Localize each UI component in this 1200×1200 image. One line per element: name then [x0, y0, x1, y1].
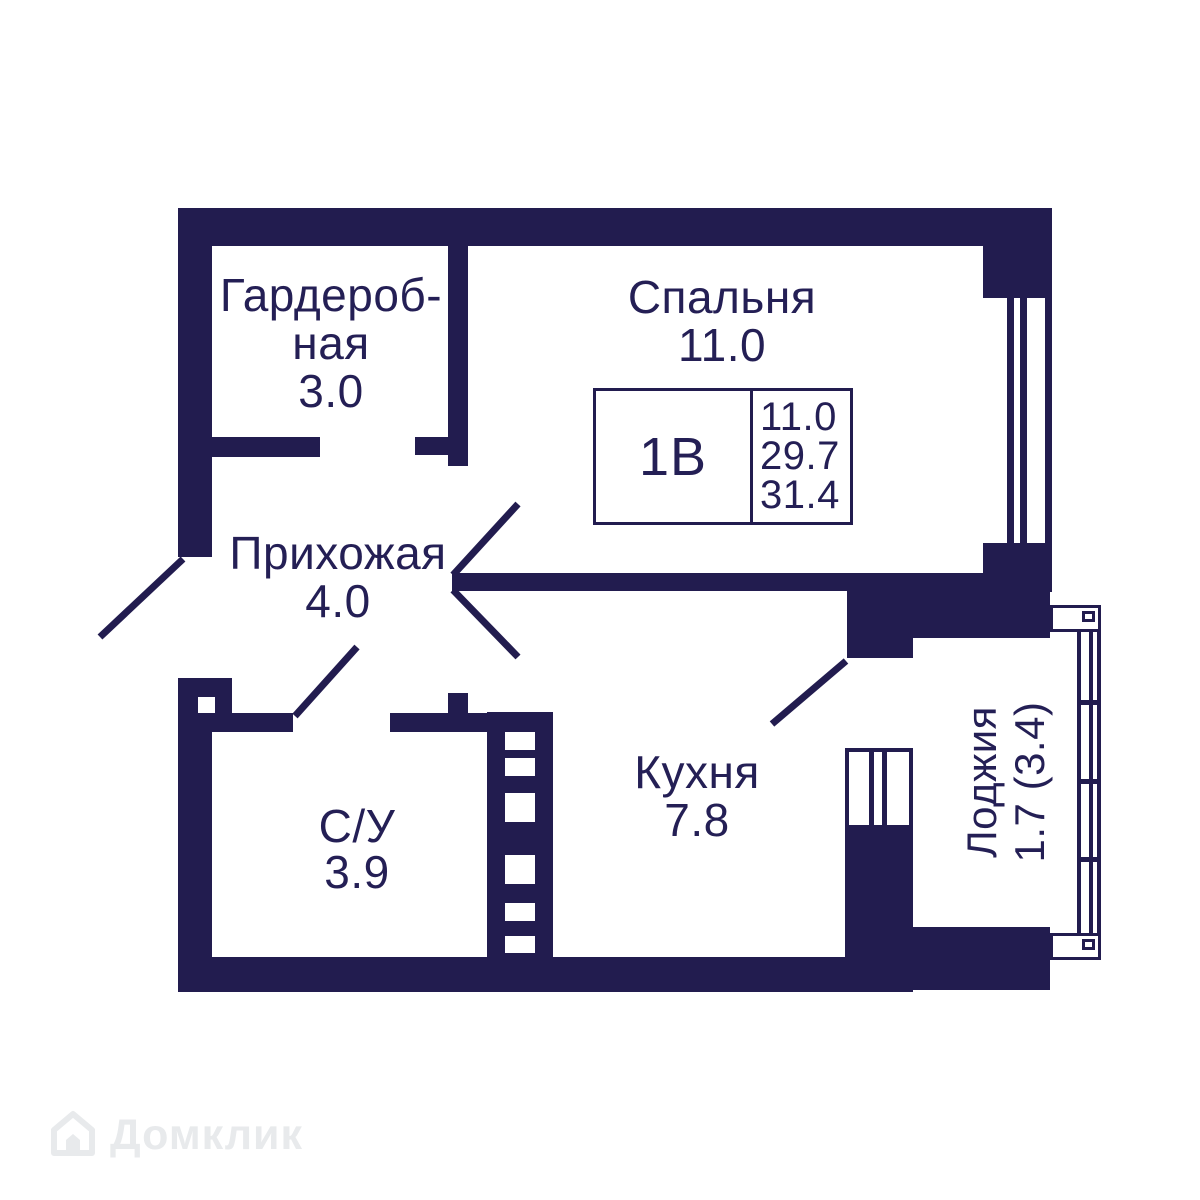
bedroom-window-glass-line-1 — [1007, 298, 1014, 543]
room-label-wardrobe: Гардероб- ная 3.0 — [201, 271, 461, 415]
loggia-glazing-tick — [1077, 779, 1101, 784]
vent-shaft-cell — [505, 903, 535, 921]
room-label-hallway: Прихожая 4.0 — [208, 529, 468, 625]
vent-shaft-cell — [505, 732, 535, 750]
room-area: 3.9 — [324, 846, 390, 898]
room-area: 11.0 — [677, 319, 767, 371]
entry-door-swing — [97, 556, 186, 640]
unit-areas: 11.0 29.7 31.4 — [753, 391, 850, 522]
bathroom-door-swing — [292, 644, 360, 719]
wall-wardrobe-bottom-right — [415, 437, 450, 455]
loggia-glazing-top-connector — [1050, 605, 1101, 632]
vent-shaft-cell — [505, 855, 535, 884]
wall-bathroom-pilaster — [448, 693, 468, 713]
wall-bottom — [178, 957, 913, 992]
wall-wardrobe-partition — [448, 246, 468, 466]
room-area: 3.0 — [298, 365, 364, 417]
house-logo-icon — [51, 1111, 95, 1156]
room-name: Кухня — [634, 746, 760, 798]
glazing-connector-detail — [1082, 611, 1095, 622]
room-label-bathroom: С/У 3.9 — [227, 803, 487, 895]
room-name: С/У — [318, 800, 396, 852]
house-outline — [51, 1111, 95, 1156]
unit-area: 29.7 — [760, 434, 840, 478]
unit-living-area: 11.0 — [760, 395, 837, 439]
loggia-glazing-tick — [1077, 700, 1101, 705]
wall-bathroom-top-left — [232, 713, 293, 732]
unit-label: 1В — [596, 391, 753, 522]
wall-top — [178, 208, 1052, 246]
vent-shaft-cell — [505, 793, 535, 822]
wall-kitchen-loggia-block — [847, 573, 913, 658]
kitchen-loggia-window — [845, 748, 913, 829]
bedroom-door-swing — [450, 501, 521, 578]
wall-left-upper — [178, 246, 212, 557]
glazing-connector-detail — [1082, 939, 1095, 950]
loggia-door-swing — [769, 658, 849, 727]
room-area: 4.0 — [305, 575, 371, 627]
room-label-bedroom: Спальня 11.0 — [592, 273, 852, 369]
wall-bathroom-top-right — [390, 713, 487, 732]
loggia-glazing-bottom-connector — [1050, 933, 1101, 960]
window-mullion — [869, 752, 874, 825]
room-area: 1.7 (3.4) — [1006, 701, 1053, 863]
wall-bedroom-bottom — [452, 573, 847, 591]
wall-wardrobe-bottom-left — [212, 437, 320, 457]
watermark-brand: Домклик — [110, 1110, 303, 1159]
house-door — [66, 1134, 80, 1153]
domclick-watermark: Домклик — [46, 1108, 303, 1162]
room-label-loggia: Лоджия 1.7 (3.4) — [958, 632, 1054, 932]
kitchen-door-swing — [450, 587, 521, 660]
vent-shaft-cell — [505, 936, 535, 953]
room-name: ная — [292, 317, 370, 369]
wall-right-top-block — [983, 246, 1052, 298]
bedroom-window-glass-line-2 — [1020, 298, 1027, 543]
vent-shaft-cell — [505, 758, 535, 776]
wall-kitchen-loggia-lower — [845, 827, 913, 957]
bedroom-window-outer-face — [1045, 298, 1052, 543]
loggia-glazing-tick — [1077, 857, 1101, 862]
unit-info-box: 1В 11.0 29.7 31.4 — [593, 388, 853, 525]
room-area: 7.8 — [664, 794, 730, 846]
unit-total-area: 31.4 — [760, 473, 840, 517]
room-label-kitchen: Кухня 7.8 — [567, 748, 827, 844]
wall-loggia-bottom — [913, 927, 1050, 990]
entry-corner-niche — [198, 697, 215, 713]
room-name: Спальня — [627, 271, 817, 323]
wall-loggia-north — [913, 573, 1050, 638]
window-mullion — [882, 752, 887, 825]
room-name: Лоджия — [958, 706, 1005, 858]
room-name: Прихожая — [229, 527, 447, 579]
room-name: Гардероб- — [219, 269, 443, 321]
